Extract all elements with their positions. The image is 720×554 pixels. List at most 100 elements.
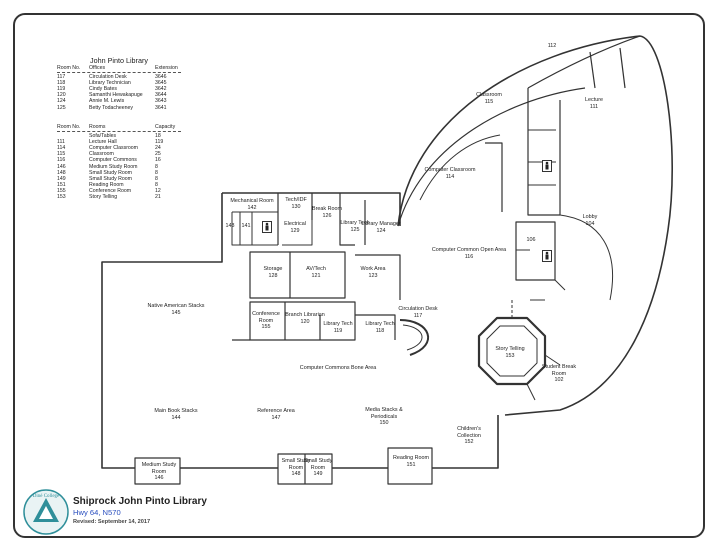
room-name: Lecture [585,97,603,103]
table-cell: 25 [155,151,161,158]
room-number: 146 [154,475,164,481]
restroom-icon [542,250,552,262]
restroom-icon [542,160,552,172]
table-cell: 8 [155,175,158,182]
room-name: Medium Study Room [141,462,177,475]
table-cell: 115 [57,151,66,158]
table-cell: Lecture Hall [89,139,117,146]
table-cell: Small Study Room [89,175,132,182]
room-number: 102 [554,377,564,383]
table-cell: 21 [155,194,161,201]
table-cell: Cindy Bates [89,86,117,93]
room-number: 111 [589,103,599,110]
room-name: Story Telling [495,346,525,352]
room-name: Work Area [360,266,386,272]
table-cell: 120 [57,92,66,99]
room-number: 143 [225,223,235,229]
room-name: Library Tech [340,220,370,226]
column-header: Capacity [155,124,176,130]
map-frame [13,13,705,538]
room-number: 130 [291,203,301,210]
table-cell: Classroom [89,151,114,158]
room-name: Electrical [284,221,306,227]
room-name: Main Book Stacks [154,408,198,414]
room-number: 147 [271,414,281,421]
table-cell: 118 [57,80,66,87]
address: Hwy 64, N570 [73,508,121,517]
room-name: Reference Area [257,408,295,414]
table-row: 115 Classroom 25 [57,151,185,157]
room-number: 145 [171,309,181,316]
table-cell: 153 [57,194,66,201]
table-cell: 3646 [155,74,167,81]
table-cell: Conference Room [89,187,132,194]
room-number: 115 [484,98,494,105]
room-number: 142 [247,204,257,211]
table-cell: Story Telling [89,194,118,201]
table-cell: 24 [155,145,161,152]
table-cell: 8 [155,169,158,176]
room-label: Computer Commons Bone Area [300,365,376,372]
divider [57,71,181,73]
room-number: 126 [322,212,332,219]
room-number: 121 [311,272,321,279]
table-cell: 125 [57,104,66,111]
room-number: 123 [368,272,378,279]
table-cell: 124 [57,98,66,105]
column-header: Extension [155,65,178,71]
table-cell: Library Technician [89,80,131,87]
svg-text:Diné College: Diné College [33,494,60,499]
room-number: 116 [464,253,474,260]
room-number: 148 [291,471,301,477]
table-cell: 3643 [155,98,167,105]
room-number: 153 [505,352,515,359]
room-number: 150 [379,420,389,426]
room-number: 104 [585,220,595,227]
table-cell: 12 [155,187,161,194]
room-name: Storage [263,266,283,272]
room-number: 141 [241,223,251,229]
table-cell: 155 [57,187,66,194]
table-cell: 8 [155,181,158,188]
room-name: Native American Stacks [147,303,205,309]
room-name: AV/Tech [306,266,326,272]
revision-date: Revised: September 14, 2017 [73,519,151,525]
column-header: Room No. [57,65,81,71]
room-name: Children's Collection [457,426,481,439]
table-row: 153 Story Telling 21 [57,194,185,200]
room-name: Lobby [582,214,598,220]
room-number: 117 [413,312,423,319]
table-cell: Reading Room [89,181,124,188]
table-cell: 111 [57,139,65,146]
room-name: Media Stacks & Periodicals [365,407,403,420]
table-cell: 151 [57,181,66,188]
room-name: Classroom [476,92,502,98]
room-number: 149 [313,471,323,477]
room-number: 128 [268,272,278,279]
table-cell: 3645 [155,80,167,87]
